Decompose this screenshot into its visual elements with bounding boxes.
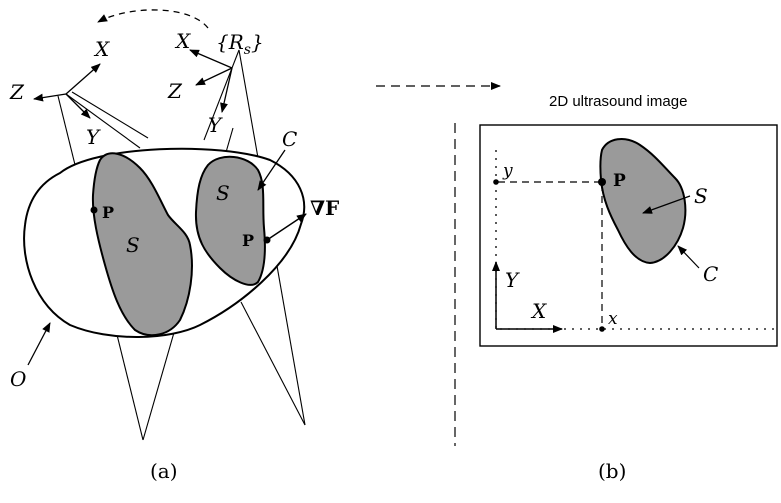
point-y-on-axis	[493, 179, 499, 185]
caption-a: (a)	[150, 459, 178, 483]
section-pointer-arrow	[642, 195, 691, 214]
label-x-right: X	[174, 29, 191, 53]
section-label-right-a: S	[216, 181, 230, 205]
image-title: 2D ultrasound image	[549, 93, 687, 110]
point-x-on-axis	[599, 326, 605, 332]
label-z-left: Z	[9, 80, 25, 104]
y-axis-label-b: Y	[505, 268, 520, 292]
label-x-left: X	[93, 37, 110, 61]
probe-frame-right-axes	[189, 49, 233, 113]
organ-pointer-arrow	[27, 322, 51, 366]
contour-label-a: C	[282, 127, 297, 151]
point-label-left-a: P	[102, 203, 114, 222]
label-z-right: Z	[167, 79, 183, 103]
panel-a: X Z Y X Z Y {Rs} C S S P P ∇F O (a)	[9, 9, 339, 483]
point-label-b: P	[613, 171, 626, 191]
label-y-left: Y	[86, 125, 101, 149]
contour-label-b: C	[703, 262, 718, 286]
contour-pointer-arrow-b	[677, 245, 700, 269]
contour-pointer-arrow	[257, 149, 286, 191]
y-coord-label: y	[502, 161, 513, 181]
frame-label-rs: {Rs}	[216, 30, 264, 58]
point-label-right-a: P	[242, 231, 254, 250]
organ-label-a: O	[10, 367, 26, 391]
point-p-left	[90, 206, 98, 214]
caption-b: (b)	[598, 459, 626, 483]
probe-frame-left-axes	[33, 63, 101, 119]
x-coord-label: x	[608, 309, 618, 329]
gradient-arrow	[266, 213, 307, 241]
point-p-image	[598, 178, 606, 186]
panel-b: 2D ultrasound image y P S C Y X x (b)	[454, 93, 778, 483]
section-label-b: S	[694, 184, 708, 208]
probe-motion-arrow	[97, 9, 209, 29]
section-left	[91, 152, 193, 337]
section-label-left-a: S	[126, 233, 140, 257]
section-right	[194, 155, 266, 286]
gradient-label-a: ∇F	[310, 196, 339, 220]
x-axis-label-b: X	[530, 299, 547, 323]
label-y-right: Y	[208, 113, 223, 137]
